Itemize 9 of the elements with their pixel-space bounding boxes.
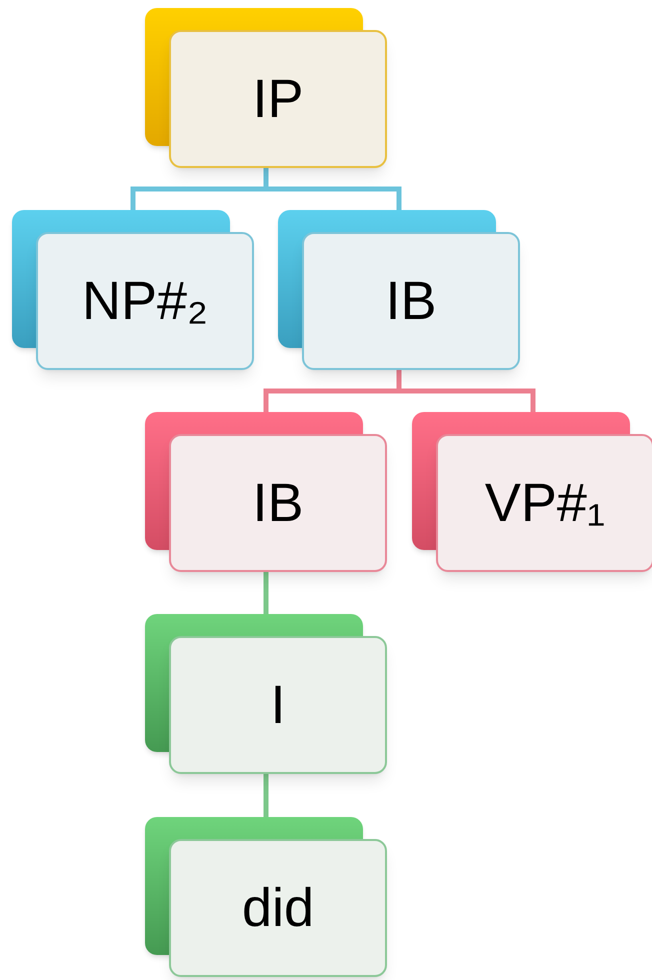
node-label: NP#₂ bbox=[82, 274, 208, 328]
node-label: VP#₁ bbox=[484, 476, 606, 530]
node-label: did bbox=[242, 881, 314, 935]
connector-line bbox=[264, 774, 268, 817]
node-label: IB bbox=[252, 476, 304, 530]
connector-line bbox=[264, 572, 268, 614]
node-label: IP bbox=[252, 72, 304, 126]
node-label: IB bbox=[385, 274, 437, 328]
node-label: I bbox=[270, 678, 286, 732]
